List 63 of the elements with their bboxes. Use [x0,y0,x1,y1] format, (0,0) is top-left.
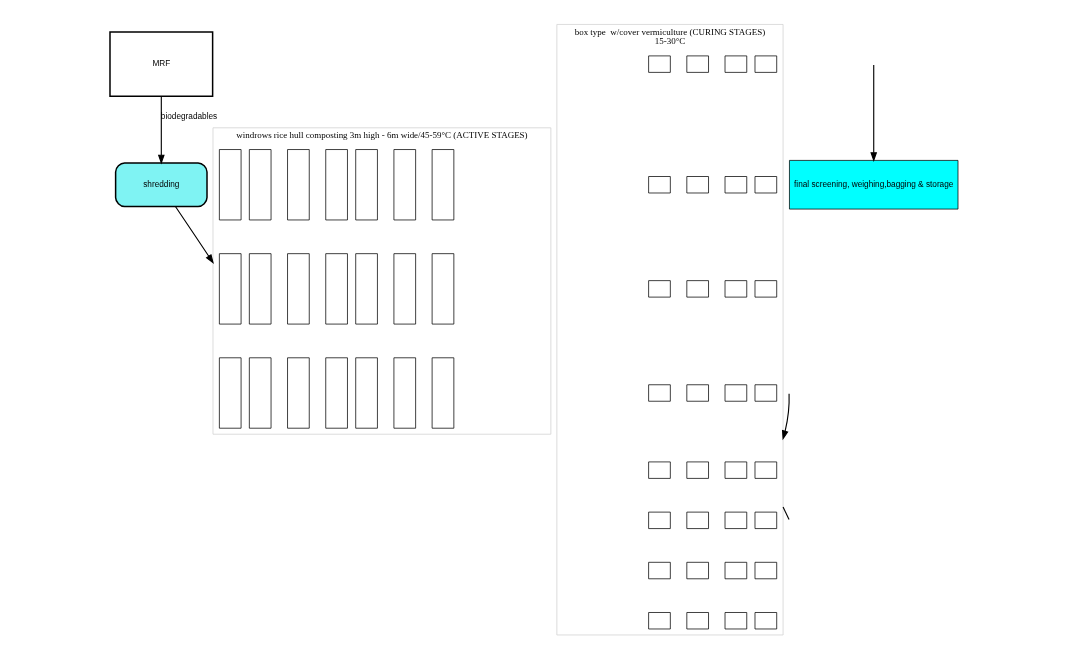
node-box [393,149,416,221]
node-box [647,561,671,580]
node-box [685,55,709,73]
node-box [647,280,671,298]
node-box [685,561,709,580]
node-box [685,612,709,630]
node-box [754,384,777,402]
node-box [685,384,709,402]
node-box [685,176,709,194]
node-box [248,357,271,429]
node-box: MRF [108,31,213,98]
node-box [248,253,271,325]
node-box [724,280,747,298]
node-box [324,253,348,325]
arrow [781,393,790,441]
node-box [218,357,241,429]
node-box [754,561,777,580]
node-box [754,511,777,529]
node-box [724,176,747,194]
node-box [218,253,241,325]
node-box [724,612,747,630]
node-box [647,55,671,73]
node-box: final screening, weighing,bagging & storage [788,160,958,210]
node-box [754,280,777,298]
node-box [393,253,416,325]
node-box [724,384,747,402]
node-box [218,149,241,221]
node-box [647,511,671,529]
node-box [647,612,671,630]
node-box [431,149,454,221]
node-box [354,149,378,221]
node-box [647,461,671,479]
node-box [393,357,416,429]
node-box [647,176,671,194]
node-box [431,357,454,429]
node-box [324,149,348,221]
node-box [354,253,378,325]
node-box [754,461,777,479]
arrow [869,64,877,162]
node-box [647,384,671,402]
node-box [685,280,709,298]
node-box [724,55,747,73]
node-box: shredding [114,162,208,208]
connector [782,506,790,521]
node-box [724,561,747,580]
cluster: windrows rice hull composting 3m high - 6m wide/45-59°C (ACTIVE STAGES) [212,127,551,435]
node-box [431,253,454,325]
node-box [286,149,310,221]
node-box [286,253,310,325]
node-box [754,612,777,630]
node-box [286,357,310,429]
arrow [157,95,165,165]
node-box [685,461,709,479]
node-box [754,176,777,194]
node-box [324,357,348,429]
cluster: box type w/cover vermiculture (CURING STAGES) 15-30°C [555,24,783,636]
node-box [248,149,271,221]
node-box [354,357,378,429]
node-box [685,511,709,529]
arrow [174,205,214,264]
node-box [724,511,747,529]
node-box [754,55,777,73]
node-box [724,461,747,479]
